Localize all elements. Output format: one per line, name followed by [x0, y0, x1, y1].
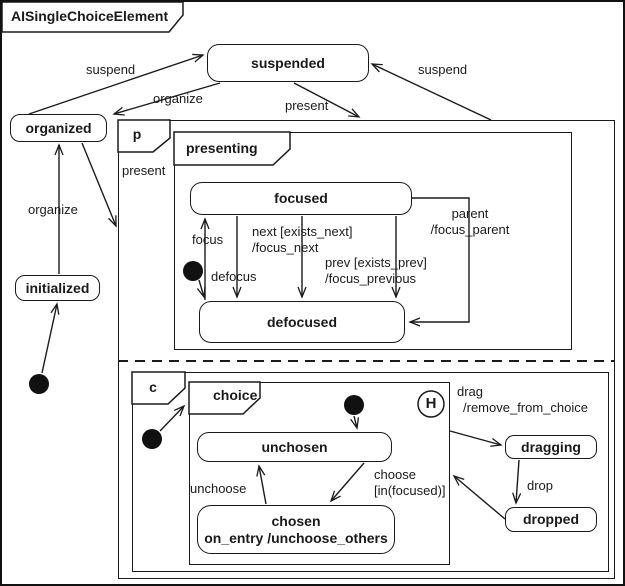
transition-initial-to-defocused[interactable] [196, 279, 206, 299]
label-defocus: defocus [211, 269, 257, 284]
transition-unchoose[interactable] [256, 464, 267, 505]
label-next-action: /focus_next [252, 240, 319, 255]
composite-state-box[interactable] [118, 120, 615, 579]
state-chosen-label: chosen [271, 512, 321, 529]
label-parent: parent /focus_parent [422, 206, 518, 238]
region-p-tab[interactable] [117, 119, 171, 153]
state-defocused[interactable]: defocused [199, 301, 405, 343]
label-parent-event: parent [451, 206, 489, 221]
state-dropped[interactable]: dropped [505, 507, 597, 532]
transition-suspended-to-organized[interactable] [112, 82, 221, 116]
state-initialized-label: initialized [25, 279, 90, 296]
initial-pseudostate-choice[interactable] [344, 395, 364, 415]
transition-initial-to-unchosen[interactable] [350, 415, 360, 430]
region-c-tab[interactable] [131, 371, 186, 405]
presenting-label: presenting [186, 140, 258, 156]
label-unchoose: unchoose [190, 481, 247, 496]
state-chosen[interactable]: chosen on_entry /unchoose_others [197, 505, 395, 554]
initial-pseudostate-top[interactable] [29, 374, 49, 394]
label-next-event: next [exists_next] [252, 224, 353, 239]
label-suspend-from-composite: suspend [418, 62, 468, 77]
label-drop: drop [527, 478, 554, 493]
state-dragging-label: dragging [521, 438, 581, 455]
label-suspend-from-organized: suspend [86, 62, 136, 77]
state-focused[interactable]: focused [190, 182, 412, 215]
transition-organized-to-composite[interactable] [81, 142, 117, 228]
state-unchosen[interactable]: unchosen [197, 432, 392, 462]
state-defocused-label: defocused [266, 313, 337, 330]
state-suspended[interactable]: suspended [207, 44, 369, 82]
label-next: next [exists_next] /focus_next [252, 224, 352, 256]
state-unchosen-label: unchosen [261, 438, 328, 455]
label-parent-action: /focus_parent [430, 222, 510, 237]
state-organized-label: organized [25, 119, 92, 136]
label-focus: focus [192, 232, 224, 247]
transition-dropped-to-choice[interactable] [452, 474, 506, 520]
transition-drag[interactable] [449, 430, 503, 447]
state-chosen-entry-action: on_entry /unchoose_others [204, 529, 388, 546]
state-focused-label: focused [274, 190, 328, 206]
transition-parent[interactable] [408, 197, 470, 327]
label-organize-to-organized: organize [153, 91, 203, 106]
choice-state-box[interactable] [189, 382, 450, 565]
label-organize-from-initialized: organize [28, 202, 78, 217]
diagram-title-tab [2, 2, 184, 33]
region-c-label: c [149, 379, 157, 395]
transition-composite-to-suspended[interactable] [370, 63, 492, 121]
label-drag-action: /remove_from_choice [463, 400, 588, 415]
label-choose-event: choose [374, 467, 416, 482]
label-drag-event: drag [457, 384, 484, 399]
state-organized[interactable]: organized [10, 114, 107, 142]
presenting-tab[interactable] [173, 131, 291, 166]
presenting-state-box[interactable] [174, 132, 572, 350]
label-choose: choose [in(focused)] [374, 467, 446, 499]
history-pseudostate-label: H [425, 395, 437, 412]
label-drag: drag /remove_from_choice [457, 384, 588, 416]
choice-label: choice [213, 387, 258, 403]
diagram-title: AISingleChoiceElement [11, 8, 169, 24]
region-p-label: p [132, 126, 142, 142]
region-c-box[interactable] [132, 372, 609, 572]
initial-pseudostate-region-c[interactable] [142, 429, 162, 449]
label-prev-event: prev [exists_prev] [325, 255, 427, 270]
state-dragging[interactable]: dragging [505, 435, 597, 459]
transition-choose[interactable] [329, 462, 365, 503]
label-choose-guard: [in(focused)] [374, 483, 446, 498]
label-prev: prev [exists_prev] /focus_previous [325, 255, 427, 287]
transition-initial-to-initialized[interactable] [41, 302, 60, 374]
state-suspended-label: suspended [251, 54, 325, 71]
transition-drop[interactable] [512, 459, 522, 505]
state-dropped-label: dropped [523, 511, 579, 527]
history-pseudostate-circle[interactable] [417, 390, 445, 418]
label-present-from-organized: present [122, 163, 166, 178]
transition-suspended-to-composite[interactable] [293, 82, 361, 118]
choice-tab[interactable] [188, 381, 261, 415]
state-initialized[interactable]: initialized [15, 275, 100, 301]
label-prev-action: /focus_previous [325, 271, 417, 286]
transition-organized-to-suspended[interactable] [28, 53, 205, 115]
initial-pseudostate-presenting[interactable] [183, 261, 203, 281]
label-present-to-composite: present [285, 98, 329, 113]
transition-initial-to-choice[interactable] [159, 404, 186, 432]
